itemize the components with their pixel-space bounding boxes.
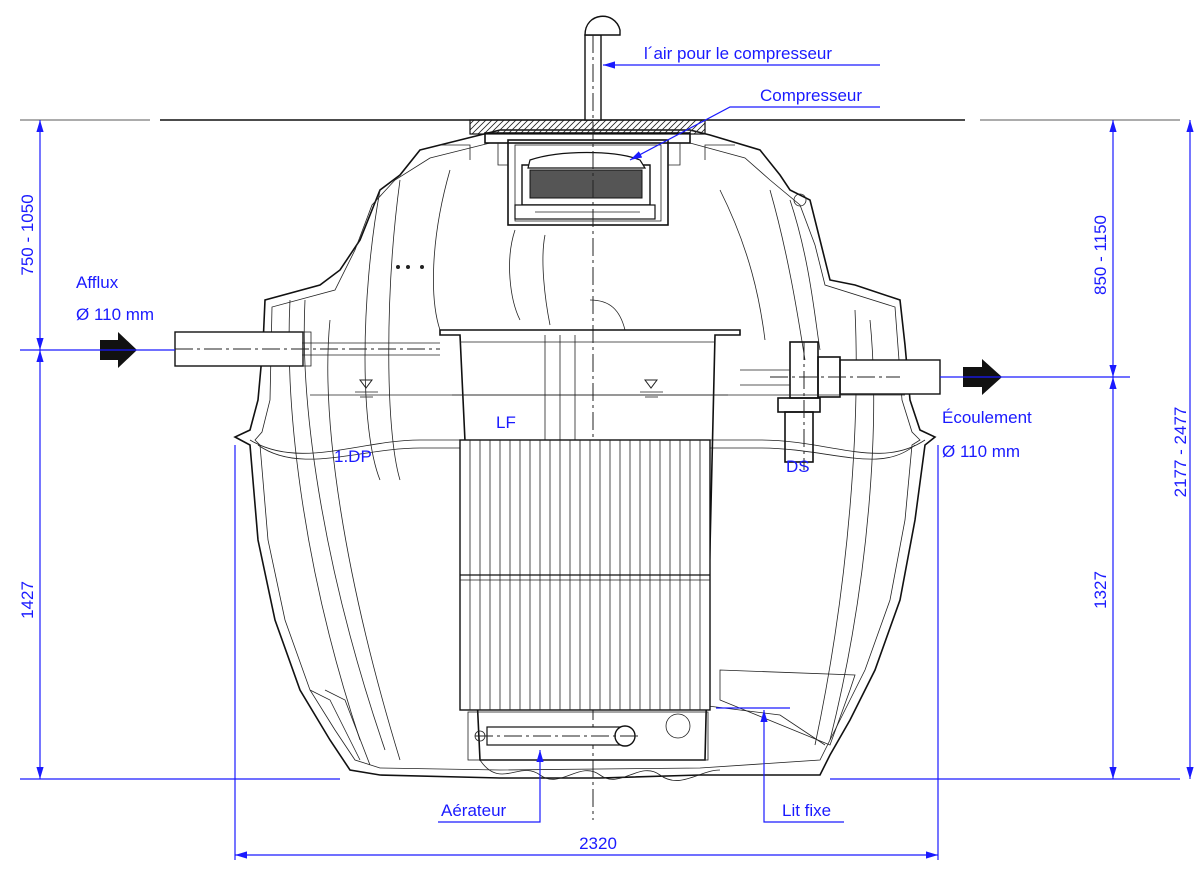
outflow-pipe <box>740 341 941 470</box>
outflow-label: Écoulement <box>942 408 1032 427</box>
leader-lines <box>438 61 880 823</box>
aerator-pipe <box>467 711 709 761</box>
fixed-bed-reactor <box>439 329 741 761</box>
air-intake-pipe <box>584 15 621 820</box>
outflow-diameter-label: Ø 110 mm <box>942 442 1020 461</box>
primary-settling-label: 1.DP <box>334 447 372 466</box>
compressor-label: Compresseur <box>760 86 862 105</box>
aerator-label: Aérateur <box>441 801 507 820</box>
tank-body <box>233 129 937 781</box>
dimension-lines <box>36 120 1194 860</box>
inflow-arrow-icon <box>20 332 175 368</box>
inflow-label: Afflux <box>76 273 119 292</box>
right-total-dimension: 2177 - 2477 <box>1171 407 1190 498</box>
secondary-settling-label: DS <box>786 457 810 476</box>
right-top-dimension: 850 - 1150 <box>1091 215 1110 295</box>
water-level-markers <box>310 379 905 398</box>
fixed-bed-label: Lit fixe <box>782 801 831 820</box>
fixed-bed-reactor-label: LF <box>496 413 516 432</box>
air-intake-label: l´air pour le compresseur <box>644 44 832 63</box>
right-bottom-dimension: 1327 <box>1091 571 1110 609</box>
left-top-dimension: 750 - 1050 <box>18 194 37 275</box>
compressor-unit <box>514 151 656 220</box>
outflow-arrow-icon <box>940 359 1130 395</box>
inflow-diameter-label: Ø 110 mm <box>76 305 154 324</box>
lid-assembly <box>440 119 735 226</box>
width-dimension: 2320 <box>579 834 617 853</box>
left-bottom-dimension: 1427 <box>18 581 37 619</box>
inflow-pipe <box>174 331 440 367</box>
